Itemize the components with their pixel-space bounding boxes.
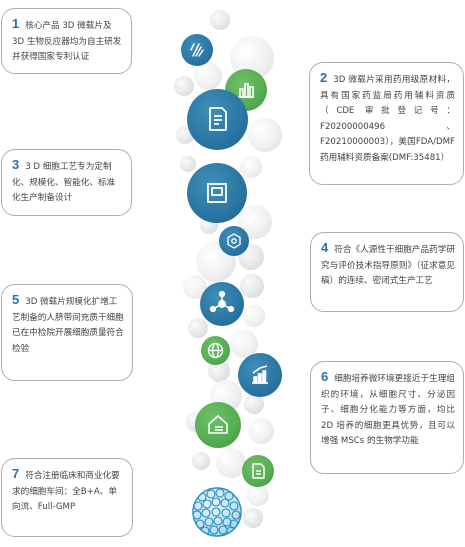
- card-number: 1: [12, 16, 20, 31]
- decor-sphere: [248, 118, 282, 152]
- growth-chart-icon: [238, 353, 282, 397]
- globe-icon: [201, 336, 230, 365]
- cell-sphere-icon: [192, 487, 242, 537]
- decor-sphere: [243, 305, 265, 327]
- decor-sphere: [248, 418, 274, 444]
- decor-sphere: [192, 452, 210, 470]
- decor-sphere: [240, 274, 264, 298]
- decor-sphere: [188, 318, 208, 338]
- card-text: 细胞培养微环境更接近于生理组织的环境，从细胞尺寸、分泌因子、细胞分化能力等方面，…: [321, 374, 455, 446]
- molecule-icon: [219, 226, 249, 256]
- network-icon: [200, 282, 244, 326]
- card-number: 3: [12, 157, 20, 172]
- card-number: 6: [321, 369, 329, 384]
- card-text: 核心产品 3D 微载片及3D 生物反应器均为自主研发并获得国家专利认证: [12, 21, 122, 62]
- card-number: 7: [12, 466, 20, 481]
- decor-sphere: [216, 448, 246, 478]
- card-text: 3 D 细胞工艺专为定制化、规模化、智能化、标准化生产制备设计: [12, 162, 116, 203]
- document-icon: [187, 89, 248, 150]
- card-number: 2: [320, 70, 328, 85]
- decor-sphere: [240, 156, 262, 178]
- decor-sphere: [210, 10, 230, 30]
- card-text: 符合《人源性干细胞产品药学研究与评价技术指导原则》（征求意见稿）的连续、密闭式生…: [321, 245, 455, 286]
- decor-sphere: [247, 484, 269, 506]
- card-text: 符合注册临床和商业化要求的细胞车间：全B+A、单向流、Full-GMP: [12, 471, 120, 512]
- card-number: 4: [321, 240, 329, 255]
- decor-sphere: [174, 76, 194, 96]
- card-text: 3D 微载片规模化扩增工艺制备的人脐带间充质干细胞已在中检院开展细胞质量符合检验: [12, 297, 124, 354]
- decor-sphere: [243, 508, 263, 528]
- frame-icon: [187, 163, 247, 223]
- card-text: 3D 微载片采用药用级原材料，具有国家药监局药用辅料资质（CDE 审批登记号： …: [320, 75, 455, 163]
- card-number: 5: [12, 292, 20, 307]
- microcarrier-icon: [181, 34, 213, 66]
- home-icon: [195, 402, 241, 448]
- file-icon: [242, 455, 274, 487]
- decor-sphere: [208, 360, 230, 382]
- decor-sphere: [244, 394, 264, 414]
- decor-sphere: [180, 156, 196, 172]
- decor-sphere: [194, 62, 222, 90]
